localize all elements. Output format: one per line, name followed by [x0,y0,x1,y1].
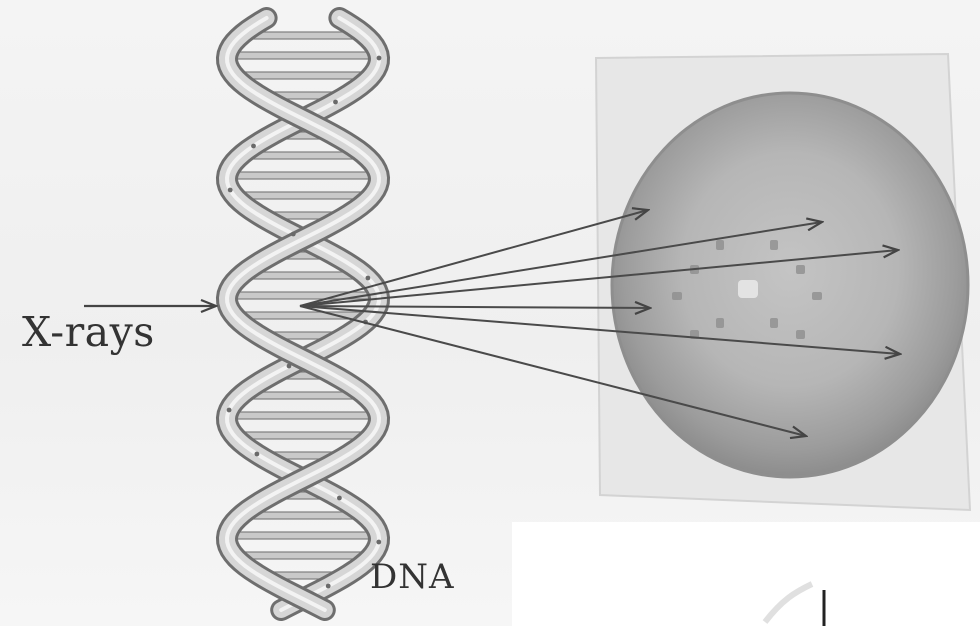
base-pair [227,532,379,539]
strand-dot [326,584,331,589]
strand-dot [228,188,233,193]
strand-dot [337,496,342,501]
strand-dot [227,408,232,413]
strand-dot [377,56,382,61]
dna-label: DNA [370,560,455,594]
base-pair [235,72,372,79]
strand-dot [333,100,338,105]
base-pair [227,52,379,59]
base-pair [227,412,379,419]
corner-fragment [512,522,980,626]
xrays-label: X-rays [22,312,155,353]
strand-dot [251,144,256,149]
base-pair [235,552,372,559]
base-pair [227,172,379,179]
strand-dot [291,232,296,237]
dna-double-helix [227,18,382,610]
base-pair [235,312,372,319]
strand-dot [255,452,260,457]
strand-dot [287,364,292,369]
strand-dot [376,540,381,545]
base-pair [235,192,372,199]
diffraction-disc [612,93,968,477]
strand-dot [366,276,371,281]
base-pair [235,432,372,439]
